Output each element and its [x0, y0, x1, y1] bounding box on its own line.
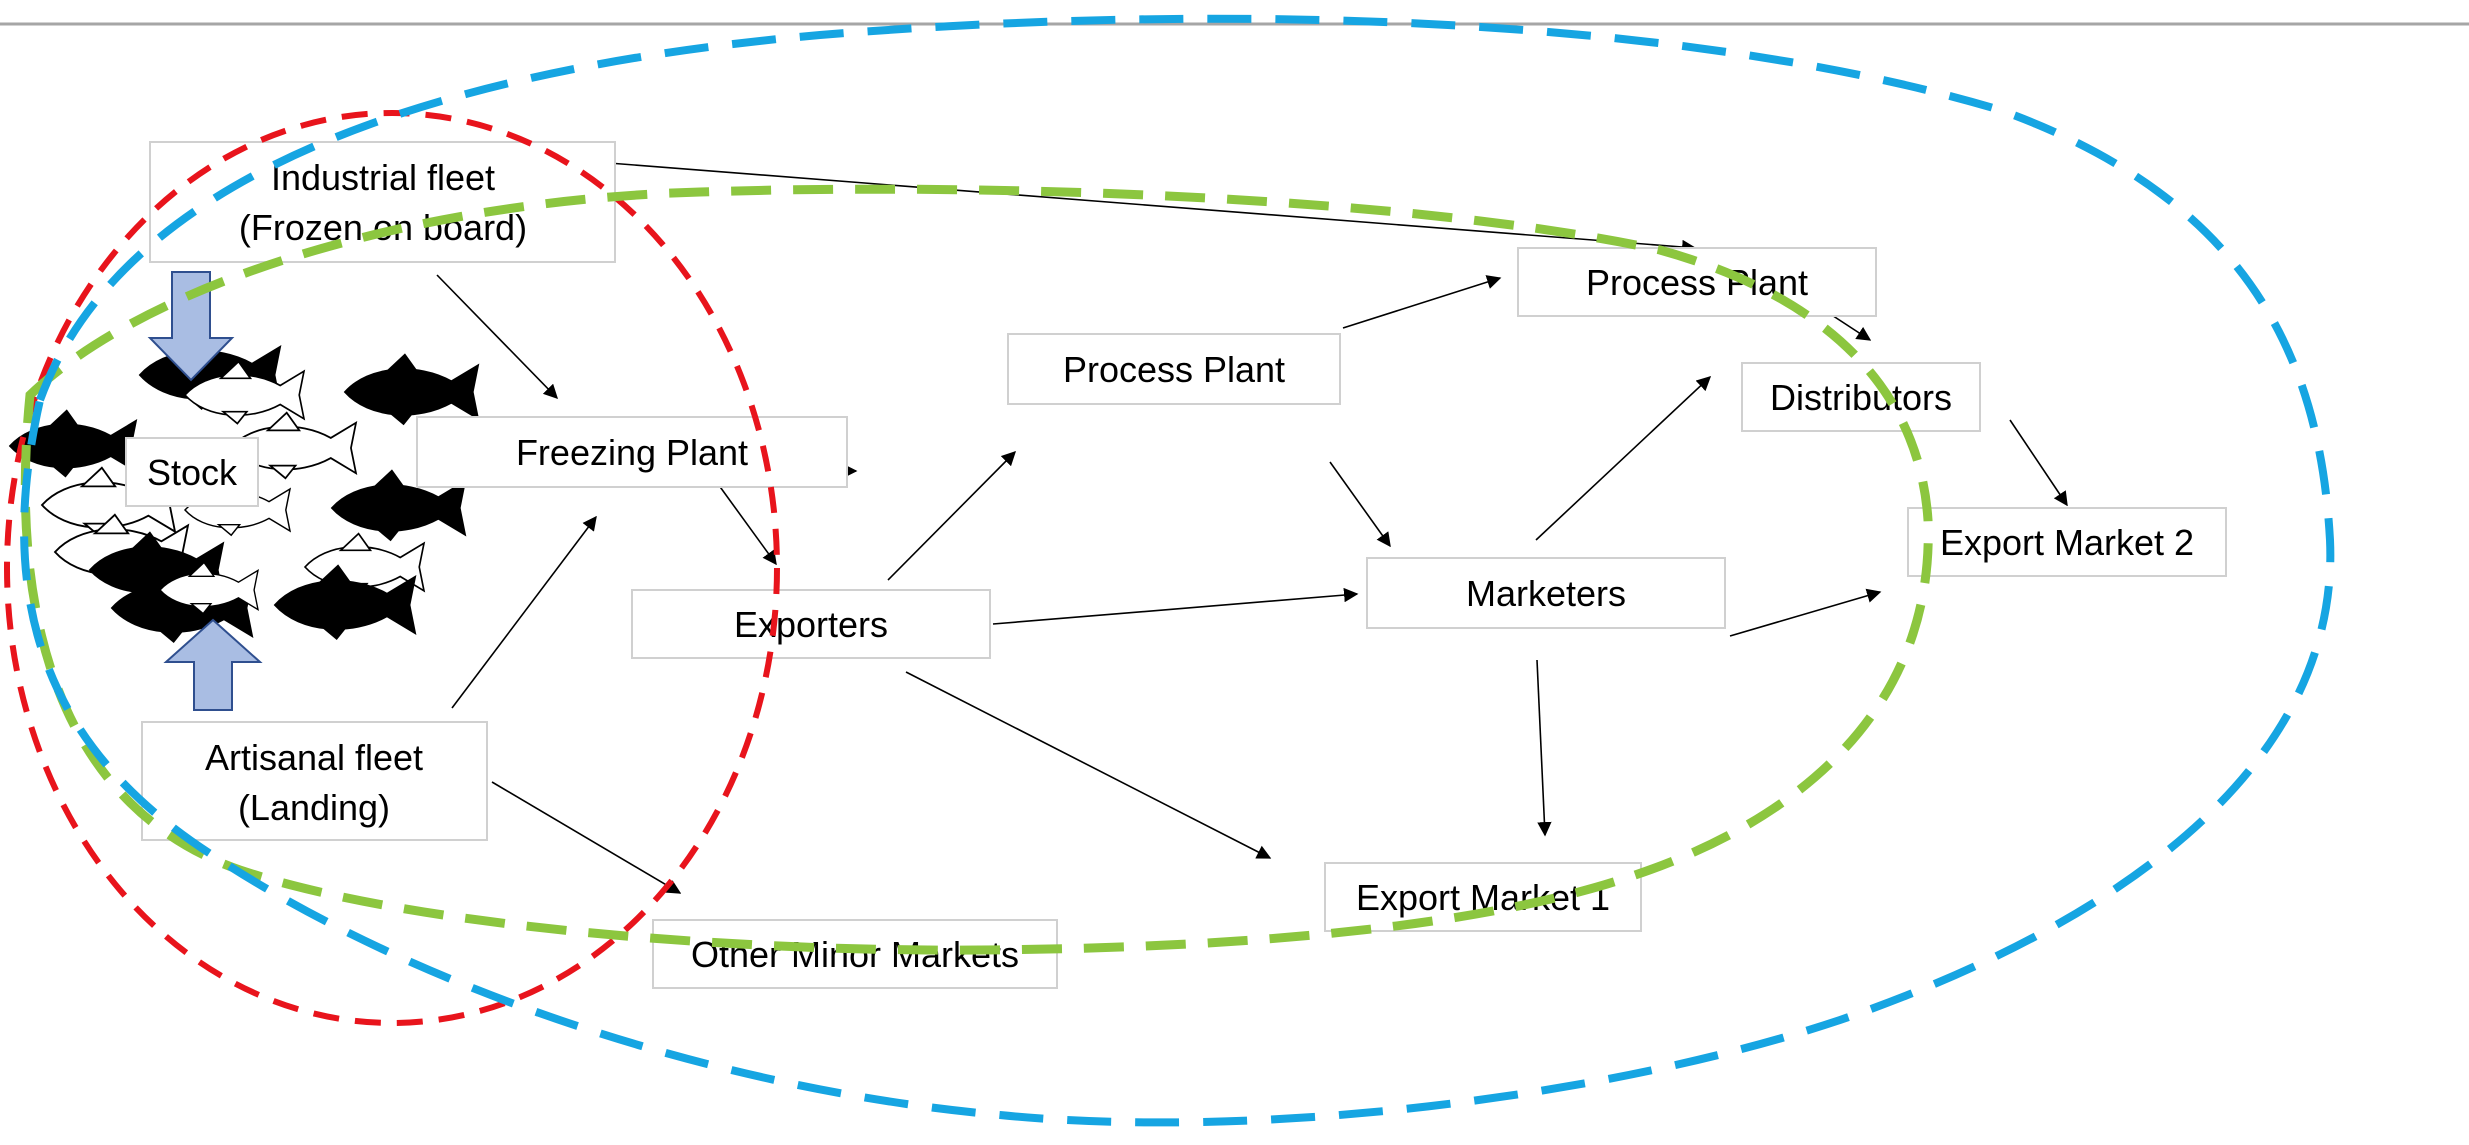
edge-process-plant-1-to-process-plant-2 [1342, 275, 1502, 329]
blue-dashed-boundary [20, 14, 2335, 1127]
node-label: Process Plant [1063, 349, 1285, 390]
svg-text:Exporters: Exporters [734, 604, 888, 645]
node-label: Distributors [1770, 377, 1952, 418]
svg-text:Freezing Plant: Freezing Plant [516, 432, 748, 473]
svg-text:Process Plant: Process Plant [1586, 262, 1808, 303]
svg-text:Distributors: Distributors [1770, 377, 1952, 418]
node-label: Freezing Plant [516, 432, 748, 473]
svg-text:(Frozen on board): (Frozen on board) [239, 207, 527, 248]
node-export-market-2: Export Market 2 [1907, 507, 2227, 577]
node-label: Export Market 2 [1940, 522, 2194, 563]
node-industrial-fleet: Industrial fleet (Frozen on board) [149, 141, 616, 263]
svg-text:Export Market 2: Export Market 2 [1940, 522, 2194, 563]
svg-text:Industrial fleet: Industrial fleet [271, 157, 495, 198]
svg-text:Artisanal fleet: Artisanal fleet [205, 737, 423, 778]
svg-text:Process Plant: Process Plant [1063, 349, 1285, 390]
node-label: Exporters [734, 604, 888, 645]
edge-marketers-to-export-market-2 [1729, 588, 1882, 637]
node-marketers: Marketers [1366, 557, 1726, 629]
edge-marketers-to-distributors [1535, 376, 1712, 541]
node-export-market-1: Export Market 1 [1324, 862, 1642, 932]
node-freezing-plant: Freezing Plant [416, 416, 848, 488]
node-process-plant-2: Process Plant [1517, 247, 1877, 317]
edge-industrial-fleet-to-process-plant-2 [544, 157, 1697, 255]
node-distributors: Distributors [1741, 362, 1981, 432]
edge-freezing-plant-to-exporters [717, 483, 777, 566]
node-artisanal-fleet: Artisanal fleet (Landing) [141, 721, 488, 841]
edge-artisanal-fleet-to-other-minor-markets [491, 781, 682, 894]
edge-exporters-to-process-plant-1 [887, 450, 1017, 581]
edge-industrial-fleet-to-freezing-plant [436, 274, 559, 400]
edge-distributors-to-export-market-2 [2009, 419, 2068, 507]
edge-process-plant-1-to-marketers [1329, 461, 1391, 548]
svg-text:(Landing): (Landing) [238, 787, 390, 828]
node-label: (Frozen on board) [239, 207, 527, 248]
node-stock: Stock [125, 437, 259, 507]
node-label: Stock [147, 452, 238, 493]
node-label: Industrial fleet [271, 157, 495, 198]
up-block-arrow-icon [163, 618, 263, 711]
node-process-plant-1: Process Plant [1007, 333, 1341, 405]
edge-exporters-to-marketers [992, 587, 1359, 625]
edge-marketers-to-export-market-1 [1536, 659, 1552, 837]
boundary-layer [4, 14, 2335, 1127]
node-label: Marketers [1466, 573, 1626, 614]
node-label: (Landing) [238, 787, 390, 828]
svg-text:Stock: Stock [147, 452, 238, 493]
edge-artisanal-fleet-to-freezing-plant [451, 515, 597, 709]
node-label: Artisanal fleet [205, 737, 423, 778]
green-dashed-boundary [20, 184, 1933, 955]
node-exporters: Exporters [631, 589, 991, 659]
red-dashed-boundary [4, 110, 780, 1026]
svg-text:Marketers: Marketers [1466, 573, 1626, 614]
edge-exporters-to-export-market-1 [905, 671, 1272, 859]
fish-icon [344, 353, 479, 425]
node-label: Process Plant [1586, 262, 1808, 303]
